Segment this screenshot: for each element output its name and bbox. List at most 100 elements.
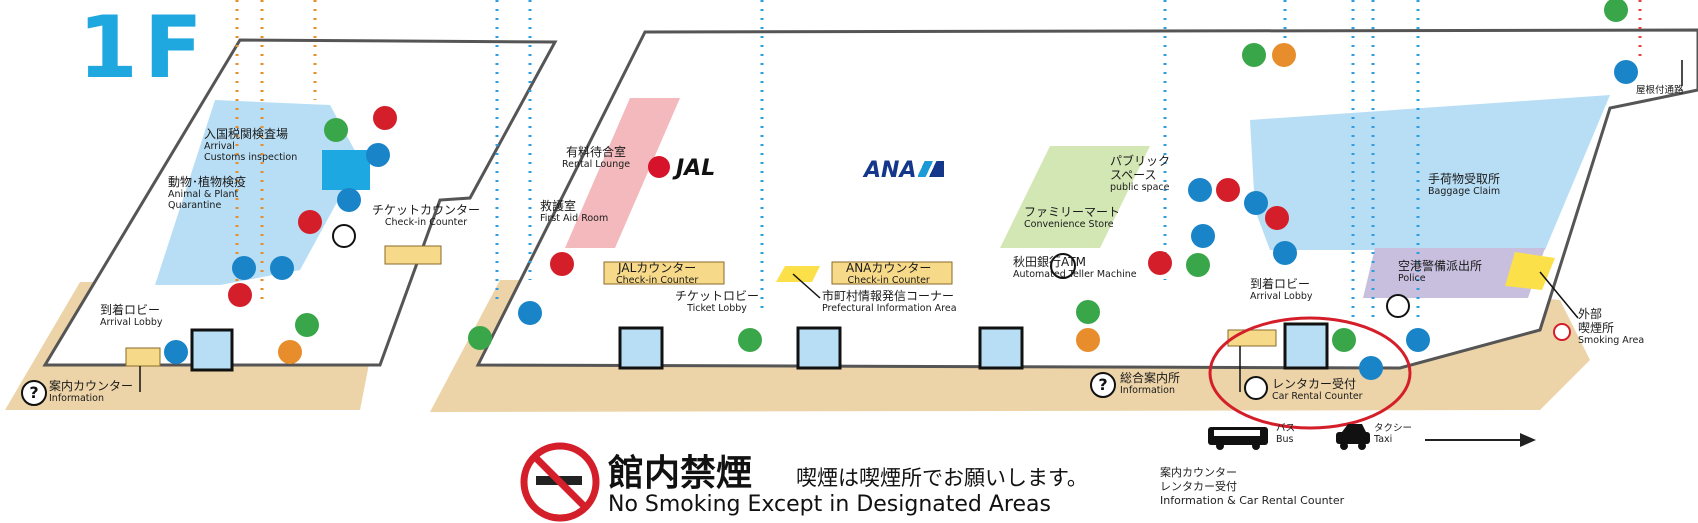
arrival-lobby-right-en: Arrival Lobby <box>1250 290 1313 302</box>
legend-note: 案内カウンター レンタカー受付 Information & Car Rental… <box>1160 466 1344 507</box>
general-info-label: 総合案内所 Information <box>1120 371 1181 397</box>
bus-icon <box>1208 427 1268 450</box>
ticket-lobby-label: チケットロビー Ticket Lobby <box>675 289 760 315</box>
police-area <box>1363 248 1545 298</box>
family-mart-en: Convenience Store <box>1024 218 1114 230</box>
prefectural-info-en: Prefectural Information Area <box>822 302 957 314</box>
general-info-question-icon: ? <box>1090 372 1116 398</box>
first-aid-en: First Aid Room <box>540 212 609 224</box>
baggage-claim-ja: 手荷物受取所 <box>1428 172 1501 186</box>
police-en: Police <box>1398 272 1426 284</box>
general-info-ja: 総合案内所 <box>1120 371 1181 385</box>
convenience-store-area <box>1000 146 1150 248</box>
prefectural-info-ja: 市町村情報発信コーナー <box>822 289 955 303</box>
info-left-ja: 案内カウンター <box>49 379 134 393</box>
left-checkin-counter <box>384 245 442 265</box>
bus-ja: バス <box>1276 423 1296 434</box>
smoking-area-en: Smoking Area <box>1578 334 1645 346</box>
arrival-lobby-left-en: Arrival Lobby <box>100 316 163 328</box>
baggage-claim-en: Baggage Claim <box>1428 185 1501 197</box>
jal-text: JAL <box>676 156 716 181</box>
jal-counter-label: JALカウンター Check-in Counter <box>616 261 699 287</box>
ana-counter-block <box>831 261 953 285</box>
checkin-left-label: チケットカウンター Check-in Counter <box>372 203 481 229</box>
customs-area <box>155 100 360 285</box>
jal-counter-en: Check-in Counter <box>616 274 699 286</box>
door <box>1283 322 1329 370</box>
smoking-area-ja2: 喫煙所 <box>1578 320 1615 335</box>
no-smoking-subtext: 喫煙は喫煙所でお願いします。 <box>796 466 1088 490</box>
public-space-ja1: パブリック <box>1110 154 1171 168</box>
car-rental-highlight <box>1208 316 1412 430</box>
ana-stripes-icon <box>918 161 945 177</box>
legend-note-line3: Information & Car Rental Counter <box>1160 493 1345 507</box>
customs-label: 入国税関検査場 Arrival Customs inspection <box>204 127 298 164</box>
atm-label: 秋田銀行ATM Automated Teller Machine <box>1013 255 1137 281</box>
info-question-icon: ? <box>21 380 47 406</box>
ana-counter-en: Check-in Counter <box>847 274 930 286</box>
arrival-lobby-right-ja: 到着ロビー <box>1250 277 1311 291</box>
smoking-area-label: 外部 喫煙所 Smoking Area <box>1578 307 1645 347</box>
quarantine-en2: Quarantine <box>168 199 222 211</box>
door <box>190 328 234 372</box>
taxi-icon <box>1336 424 1370 450</box>
direction-arrow-icon <box>1520 433 1536 447</box>
arrival-lobby-left-label: 到着ロビー Arrival Lobby <box>100 303 163 329</box>
car-rental-ja: レンタカー受付 <box>1272 377 1357 391</box>
baggage-claim-label: 手荷物受取所 Baggage Claim <box>1428 172 1501 198</box>
rental-lounge-label: 有料待合室 Rental Lounge <box>562 145 631 171</box>
arrival-lobby-left-ja: 到着ロビー <box>100 303 161 317</box>
arrival-lobby-right-label: 到着ロビー Arrival Lobby <box>1250 277 1313 303</box>
bus-label: バス Bus <box>1276 423 1296 446</box>
covered-walkway-label: 屋根付通路 <box>1636 85 1684 97</box>
customs-ja: 入国税関検査場 <box>204 127 289 141</box>
ticket-lobby-en: Ticket Lobby <box>687 302 747 314</box>
prefectural-info-label: 市町村情報発信コーナー Prefectural Information Area <box>822 289 957 315</box>
smoking-marker <box>1505 252 1555 290</box>
checkin-left-ja: チケットカウンター <box>372 203 481 217</box>
no-smoking-heading: 館内禁煙 <box>608 453 753 494</box>
ana-counter-label: ANAカウンター Check-in Counter <box>846 261 932 287</box>
first-aid-ja: 救護室 <box>540 199 577 213</box>
quarantine-en1: Animal & Plant <box>168 188 239 200</box>
no-smoking-icon <box>520 442 600 522</box>
bus-en: Bus <box>1276 433 1294 445</box>
legend-note-line1: 案内カウンター <box>1160 466 1237 479</box>
taxi-en: Taxi <box>1374 433 1393 445</box>
floor-label: 1F <box>78 0 209 98</box>
covered-walkway-ja: 屋根付通路 <box>1636 85 1684 96</box>
first-aid-label: 救護室 First Aid Room <box>540 199 609 225</box>
car-rental-en: Car Rental Counter <box>1272 390 1363 402</box>
customs-en2: Customs inspection <box>204 151 298 163</box>
quarantine-label: 動物･植物検疫 Animal & Plant Quarantine <box>168 175 246 212</box>
public-space-label: パブリック スペース public space <box>1110 154 1171 194</box>
customs-en1: Arrival <box>204 140 235 152</box>
checkin-left-en: Check-in Counter <box>384 216 468 228</box>
rental-lounge-area <box>565 98 680 248</box>
general-info-en: Information <box>1120 384 1175 396</box>
baggage-claim-area <box>1250 95 1610 250</box>
customs-booth <box>322 150 370 190</box>
no-smoking-english: No Smoking Except in Designated Areas <box>608 492 1051 517</box>
jal-counter-ja: JALカウンター <box>618 261 697 275</box>
legend-note-line2: レンタカー受付 <box>1160 479 1237 493</box>
jal-counter-block <box>603 261 725 285</box>
info-left-en: Information <box>49 392 104 404</box>
ticket-lobby-ja: チケットロビー <box>675 289 760 303</box>
taxi-label: タクシー Taxi <box>1374 423 1412 446</box>
leader-lines <box>139 60 1683 392</box>
prefectural-info-marker <box>776 266 820 282</box>
atm-en: Automated Teller Machine <box>1013 268 1137 280</box>
jal-crane-icon <box>648 156 670 178</box>
info-left-label: 案内カウンター Information <box>49 379 134 405</box>
family-mart-ja: ファミリーマート <box>1024 205 1121 219</box>
police-label: 空港警備派出所 Police <box>1398 259 1482 285</box>
door <box>618 326 664 370</box>
ana-counter-ja: ANAカウンター <box>846 261 932 275</box>
ana-text: ANA <box>864 158 917 183</box>
smoking-area-ja1: 外部 <box>1578 307 1603 321</box>
jal-logo: JAL <box>648 156 715 181</box>
rental-lounge-en: Rental Lounge <box>562 158 631 170</box>
public-space-en: public space <box>1110 181 1170 193</box>
